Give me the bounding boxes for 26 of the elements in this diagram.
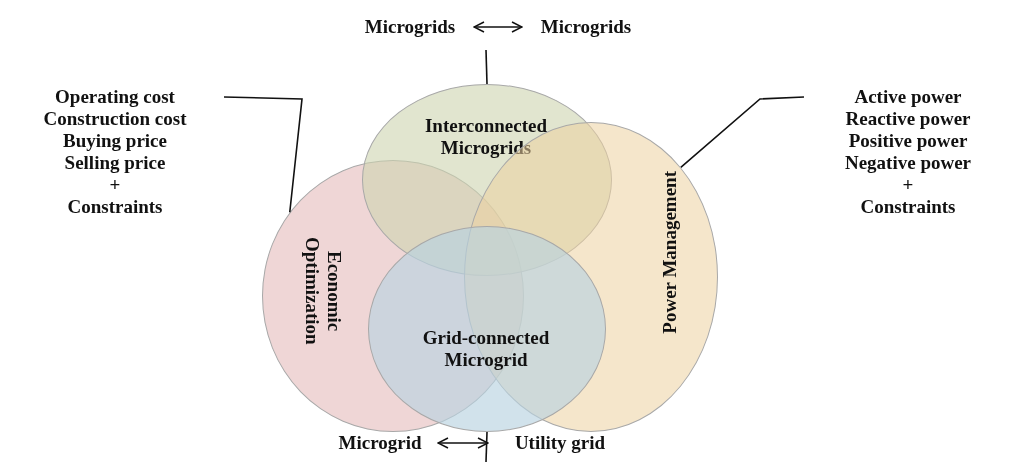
text-label: Buying price <box>63 130 167 152</box>
text-label: Utility grid <box>514 432 606 454</box>
ellipse-label: Interconnected Microgrids <box>423 115 549 159</box>
double-arrow <box>473 21 523 33</box>
leader-line <box>485 49 488 85</box>
text-label: Constraints <box>860 196 956 218</box>
leader-line <box>485 431 488 463</box>
double-arrow <box>437 437 489 449</box>
ellipse-label: Economic Optimization <box>301 236 345 347</box>
text-label: Negative power <box>844 152 972 174</box>
ellipse-label: Power Management <box>659 171 681 334</box>
text-label: Selling price <box>64 152 166 174</box>
text-label: + <box>902 174 914 196</box>
text-label: Reactive power <box>845 108 971 130</box>
ellipse-label: Grid-connected Microgrid <box>421 327 551 371</box>
text-label: Microgrids <box>364 16 456 38</box>
text-label: Microgrids <box>540 16 632 38</box>
text-label: Operating cost <box>55 86 175 108</box>
text-label: + <box>109 174 121 196</box>
text-label: Active power <box>854 86 962 108</box>
text-label: Microgrid <box>338 432 422 454</box>
text-label: Constraints <box>67 196 163 218</box>
text-label: Construction cost <box>43 108 187 130</box>
leader-line <box>223 96 303 214</box>
leader-line <box>680 96 805 169</box>
text-label: Positive power <box>848 130 968 152</box>
